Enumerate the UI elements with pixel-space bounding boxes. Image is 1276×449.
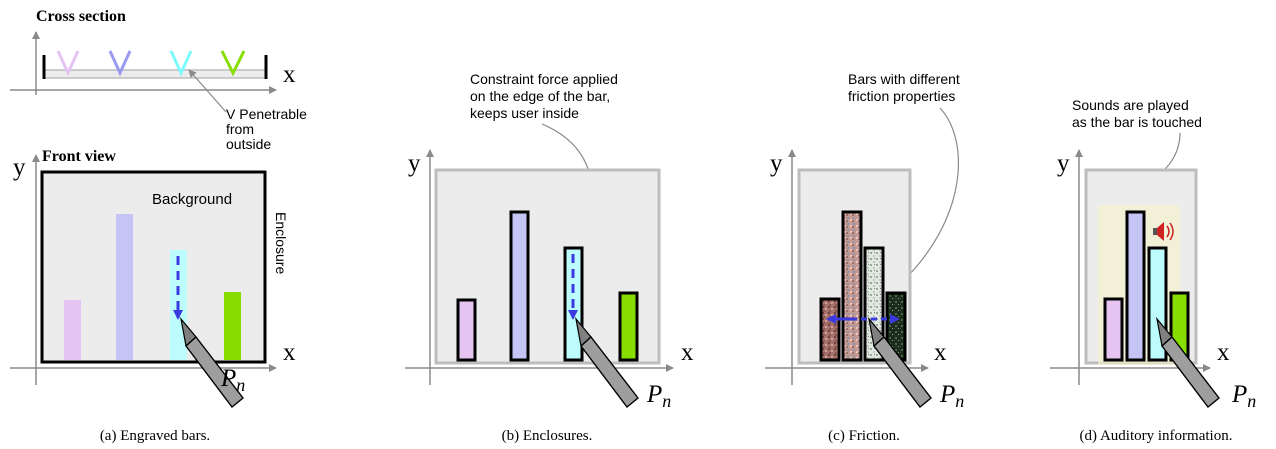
c-pen-label-main: P (939, 381, 955, 408)
v-groove-cyan (169, 50, 193, 77)
b-bar-blue (509, 210, 530, 362)
c-bar-1 (819, 297, 841, 362)
c-y-label: y (770, 150, 783, 177)
cross-section-title: Cross section (36, 8, 126, 25)
v-groove-violet (56, 50, 80, 77)
bar-blue (116, 214, 133, 360)
b-bar-violet (456, 298, 477, 362)
v-note-line-3: outside (226, 136, 271, 152)
pen-label: Pn (220, 365, 245, 395)
front-view-x-label: x (283, 339, 296, 366)
d-pen-label-subscript: n (1247, 391, 1256, 411)
enclosure-note-line-2: on the edge of the bar, (470, 88, 610, 104)
cross-section-x-label: x (283, 61, 296, 88)
d-bar-violet (1103, 297, 1124, 362)
background-label: Background (152, 191, 232, 208)
b-pen-label: Pn (646, 381, 671, 411)
d-bar-blue (1125, 210, 1146, 362)
friction-note-line-1: Bars with different (848, 71, 960, 87)
b-pen-label-main: P (646, 381, 662, 408)
caption-b: (b) Enclosures. (502, 428, 593, 444)
b-y-label: y (408, 150, 421, 177)
v-note-leader (188, 69, 227, 113)
enclosure-note-line-3: keeps user inside (470, 105, 579, 121)
v-note: V Penetrable from outside (226, 106, 311, 152)
b-pen-stylus (574, 316, 639, 409)
caption-a: (a) Engraved bars. (100, 428, 210, 444)
sound-note-line-2: as the bar is touched (1072, 114, 1202, 130)
c-pen-label-subscript: n (955, 391, 964, 411)
c-x-label: x (934, 339, 947, 366)
v-note-line-1: V Penetrable (226, 106, 307, 122)
b-x-label: x (681, 339, 694, 366)
v-groove-green (220, 50, 246, 77)
v-note-line-2: from (226, 121, 254, 137)
friction-note-leader (898, 107, 959, 286)
c-pen-label: Pn (939, 381, 964, 411)
pen-label-main: P (220, 365, 236, 392)
panel-b: Constraint force applied on the edge of … (405, 71, 694, 444)
v-groove-blue (108, 50, 132, 77)
pen-label-subscript: n (236, 375, 245, 395)
speaker-icon (1153, 222, 1174, 241)
d-x-label: x (1217, 339, 1230, 366)
sound-note-line-1: Sounds are played (1072, 97, 1189, 113)
pen-stylus (179, 316, 244, 409)
b-pen-label-subscript: n (662, 391, 671, 411)
friction-note: Bars with different friction properties (848, 71, 964, 104)
d-pen-label-main: P (1231, 381, 1247, 408)
panel-c: Bars with different friction properties … (765, 71, 964, 444)
enclosure-label: Enclosure (273, 212, 289, 274)
caption-c: (c) Friction. (828, 428, 900, 444)
d-y-label: y (1057, 150, 1070, 177)
front-view-title: Front view (42, 148, 116, 165)
caption-d: (d) Auditory information. (1080, 428, 1233, 444)
panel-d: Sounds are played as the bar is touched … (1050, 97, 1256, 444)
enclosure-note-line-1: Constraint force applied (470, 71, 618, 87)
bar-violet (64, 300, 81, 360)
front-view-y-label: y (13, 154, 26, 181)
b-bar-green (618, 291, 639, 362)
friction-note-line-2: friction properties (848, 88, 955, 104)
c-bar-2 (841, 210, 863, 362)
panel-a: Cross section x V Penetrable from outsid… (10, 8, 311, 444)
sound-note: Sounds are played as the bar is touched (1072, 97, 1202, 130)
d-pen-label: Pn (1231, 381, 1256, 411)
c-pen-stylus (867, 316, 932, 409)
d-pen-stylus (1155, 316, 1220, 409)
enclosure-note: Constraint force applied on the edge of … (470, 71, 622, 121)
bar-green (224, 292, 241, 360)
